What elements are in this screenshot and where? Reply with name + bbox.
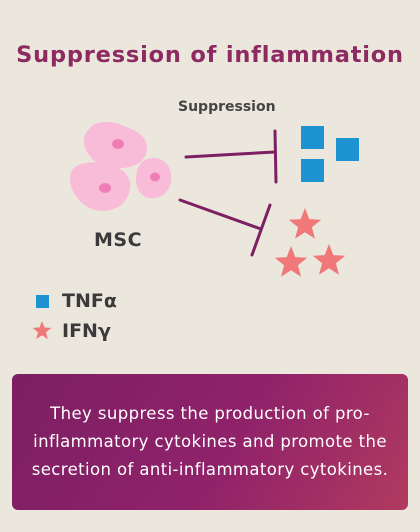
description-panel: They suppress the production of pro-infl… xyxy=(12,374,408,510)
msc-cell-nucleus xyxy=(99,183,111,193)
ifn-star xyxy=(312,244,346,275)
ifn-stars xyxy=(274,208,346,277)
tnf-square xyxy=(301,126,324,149)
tnf-squares xyxy=(301,126,359,182)
legend-item-ifn: IFNγ xyxy=(32,320,111,342)
legend-item-tnf: TNFα xyxy=(32,290,117,312)
inhibition-line-ifn xyxy=(178,198,263,231)
ifn-star xyxy=(274,246,308,277)
square-icon xyxy=(32,291,52,311)
inhibition-bar-tnf xyxy=(273,129,278,184)
inhibition-line-tnf xyxy=(184,150,277,159)
tnf-square xyxy=(301,159,324,182)
msc-cell-nucleus xyxy=(112,139,124,149)
msc-diagram xyxy=(32,121,359,340)
description-text: They suppress the production of pro-infl… xyxy=(31,404,389,479)
tnf-square xyxy=(336,138,359,161)
msc-cell-nucleus xyxy=(150,172,160,182)
legend-star-icon xyxy=(32,321,52,340)
msc-cells xyxy=(69,121,172,211)
legend-label-tnf: TNFα xyxy=(62,290,117,312)
page-title: Suppression of inflammation xyxy=(16,42,404,68)
inhibition-bar-ifn xyxy=(250,203,272,257)
ifn-star xyxy=(288,208,322,239)
inhibition-arrows xyxy=(178,129,278,257)
msc-label: MSC xyxy=(94,229,143,251)
legend-label-ifn: IFNγ xyxy=(62,320,111,342)
suppression-label: Suppression xyxy=(178,99,276,115)
